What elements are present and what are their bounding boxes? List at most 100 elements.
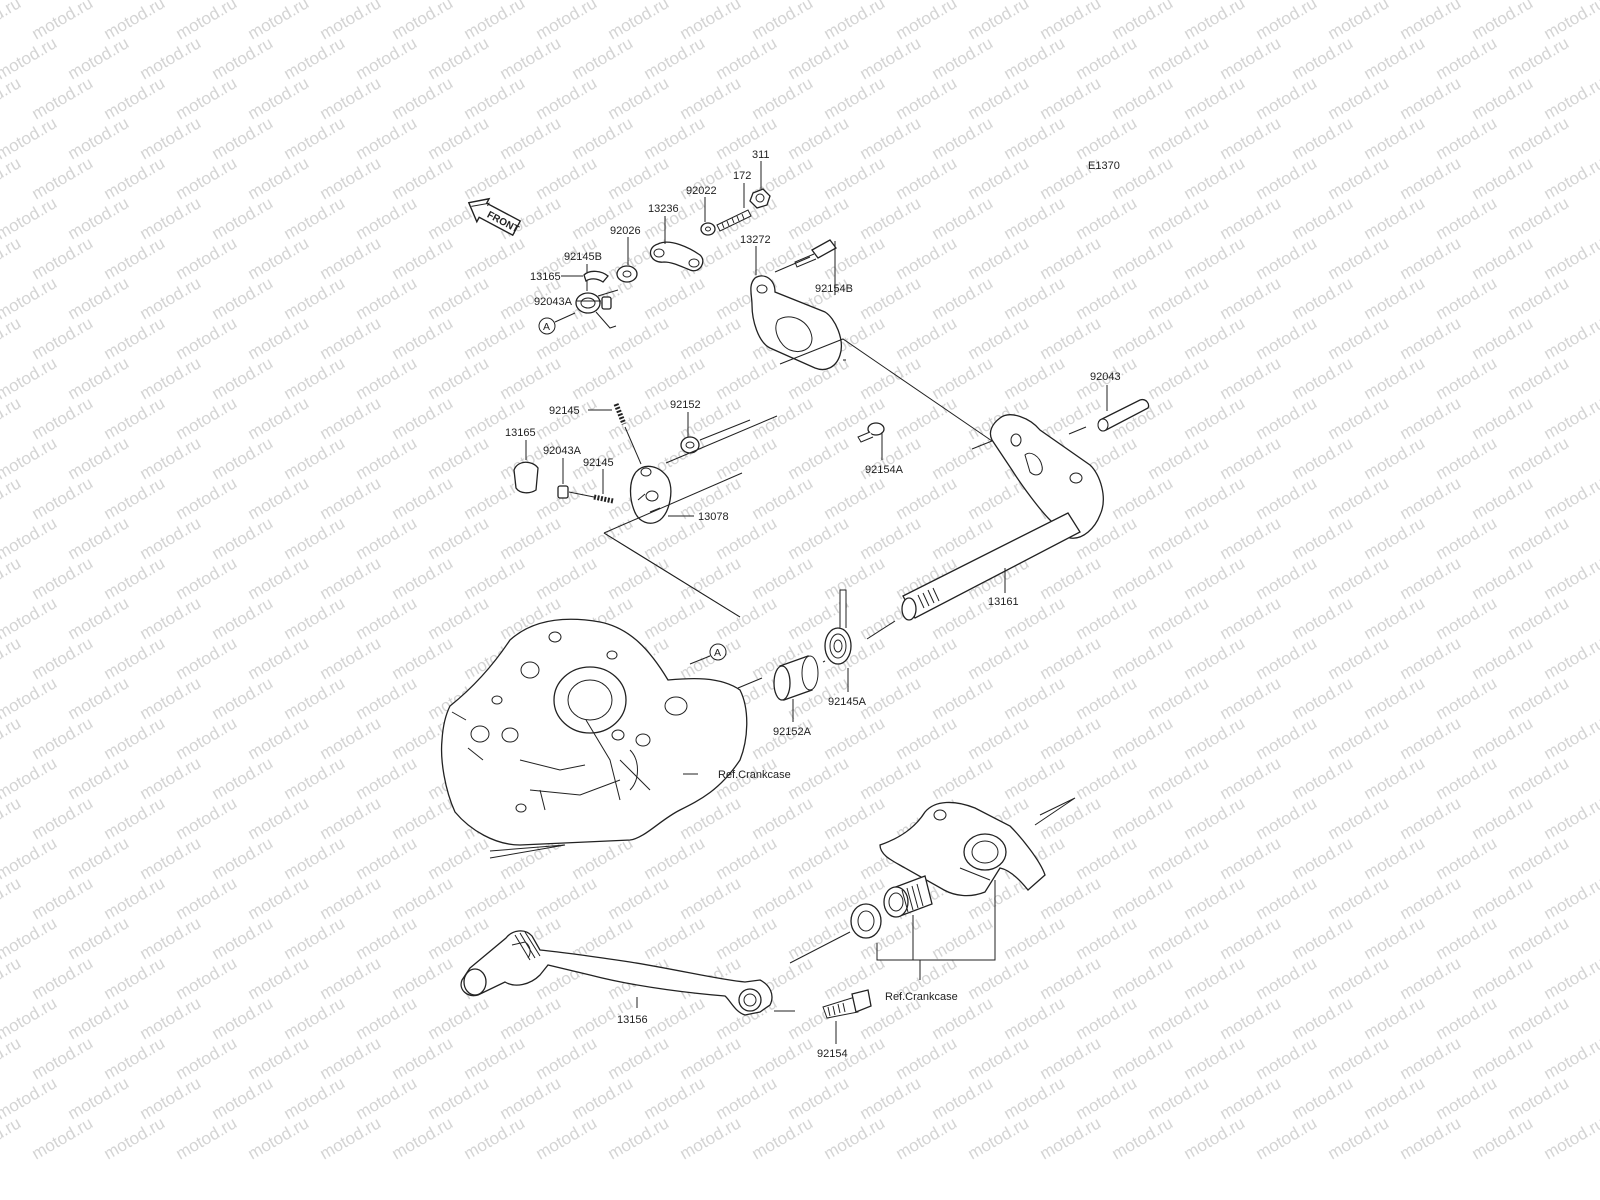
watermark-text: motod.ru xyxy=(209,353,277,403)
label-13165-upper: 13165 xyxy=(530,271,561,283)
watermark-text: motod.ru xyxy=(641,1073,709,1123)
label-13236: 13236 xyxy=(648,203,679,215)
watermark-text: motod.ru xyxy=(389,873,457,923)
watermark-text: motod.ru xyxy=(1181,233,1249,283)
watermark-text: motod.ru xyxy=(209,913,277,963)
watermark-text: motod.ru xyxy=(965,313,1033,363)
watermark-text: motod.ru xyxy=(461,73,529,123)
watermark-text: motod.ru xyxy=(893,1033,961,1083)
watermark-text: motod.ru xyxy=(785,33,853,83)
label-92154: 92154 xyxy=(817,1048,848,1060)
watermark-text: motod.ru xyxy=(137,33,205,83)
watermark-text: motod.ru xyxy=(1181,153,1249,203)
watermark-text: motod.ru xyxy=(1433,113,1501,163)
watermark-text: motod.ru xyxy=(1505,1073,1573,1123)
watermark-text: motod.ru xyxy=(1145,513,1213,563)
label-92145b: 92145B xyxy=(564,251,602,263)
watermark-text: motod.ru xyxy=(929,673,997,723)
watermark-text: motod.ru xyxy=(857,353,925,403)
watermark-text: motod.ru xyxy=(1541,0,1600,43)
watermark-text: motod.ru xyxy=(1145,593,1213,643)
watermark-text: motod.ru xyxy=(749,393,817,443)
watermark-text: motod.ru xyxy=(1541,73,1600,123)
watermark-text: motod.ru xyxy=(281,753,349,803)
watermark-text: motod.ru xyxy=(1073,273,1141,323)
watermark-text: motod.ru xyxy=(389,793,457,843)
watermark-text: motod.ru xyxy=(785,753,853,803)
watermark-text: motod.ru xyxy=(1217,193,1285,243)
watermark-text: motod.ru xyxy=(1433,993,1501,1043)
watermark-text: motod.ru xyxy=(1073,753,1141,803)
part-92145-upper-spring xyxy=(613,403,627,425)
watermark-text: motod.ru xyxy=(605,0,673,43)
watermark-text: motod.ru xyxy=(281,993,349,1043)
label-92152a: 92152A xyxy=(773,726,812,738)
watermark-text: motod.ru xyxy=(1217,913,1285,963)
watermark-text: motod.ru xyxy=(1469,393,1537,443)
watermark-text: motod.ru xyxy=(1397,473,1465,523)
watermark-text: motod.ru xyxy=(1001,673,1069,723)
watermark-text: motod.ru xyxy=(173,793,241,843)
watermark-text: motod.ru xyxy=(929,193,997,243)
watermark-text: motod.ru xyxy=(1433,913,1501,963)
watermark-text: motod.ru xyxy=(821,553,889,603)
crankcase-lower xyxy=(879,801,1046,897)
watermark-text: motod.ru xyxy=(1145,673,1213,723)
watermark-text: motod.ru xyxy=(1181,633,1249,683)
watermark-text: motod.ru xyxy=(65,353,133,403)
part-92154a-screw xyxy=(857,422,885,443)
watermark-text: motod.ru xyxy=(317,1113,385,1163)
watermark-text: motod.ru xyxy=(965,633,1033,683)
watermark-text: motod.ru xyxy=(749,713,817,763)
watermark-text: motod.ru xyxy=(605,553,673,603)
part-13165-lower xyxy=(513,461,539,494)
callout-a-top xyxy=(538,317,556,335)
watermark-text: motod.ru xyxy=(1433,513,1501,563)
watermark-text: motod.ru xyxy=(137,673,205,723)
watermark-text: motod.ru xyxy=(1325,153,1393,203)
watermark-text: motod.ru xyxy=(209,993,277,1043)
watermark-text: motod.ru xyxy=(965,153,1033,203)
watermark-text: motod.ru xyxy=(65,593,133,643)
watermark-text: motod.ru xyxy=(1361,1073,1429,1123)
watermark-text: motod.ru xyxy=(101,233,169,283)
watermark-text: motod.ru xyxy=(1397,0,1465,43)
watermark-text: motod.ru xyxy=(1145,113,1213,163)
watermark-text: motod.ru xyxy=(1505,913,1573,963)
watermark-text: motod.ru xyxy=(1325,553,1393,603)
watermark-text: motod.ru xyxy=(101,393,169,443)
watermark-text: motod.ru xyxy=(209,513,277,563)
watermark-text: motod.ru xyxy=(1289,193,1357,243)
watermark-text: motod.ru xyxy=(0,0,24,43)
watermark-text: motod.ru xyxy=(1325,713,1393,763)
watermark-text: motod.ru xyxy=(1181,313,1249,363)
watermark-text: motod.ru xyxy=(533,1033,601,1083)
watermark-text: motod.ru xyxy=(1037,313,1105,363)
watermark-text: motod.ru xyxy=(425,593,493,643)
watermark-text: motod.ru xyxy=(29,1033,97,1083)
watermark-text: motod.ru xyxy=(1505,673,1573,723)
watermark-text: motod.ru xyxy=(461,1033,529,1083)
watermark-text: motod.ru xyxy=(281,673,349,723)
watermark-text: motod.ru xyxy=(29,313,97,363)
watermark-text: motod.ru xyxy=(1433,753,1501,803)
watermark-text: motod.ru xyxy=(389,473,457,523)
watermark-text: motod.ru xyxy=(1541,873,1600,923)
watermark-text: motod.ru xyxy=(137,513,205,563)
watermark-text: motod.ru xyxy=(245,953,313,1003)
watermark-text: motod.ru xyxy=(785,833,853,883)
watermark-text: motod.ru xyxy=(281,593,349,643)
watermark-text: motod.ru xyxy=(1289,913,1357,963)
watermark-text: motod.ru xyxy=(245,553,313,603)
label-ref-crankcase-lower: Ref.Crankcase xyxy=(885,991,958,1003)
watermark-text: motod.ru xyxy=(101,1033,169,1083)
watermark-text: motod.ru xyxy=(1217,993,1285,1043)
watermark-text: motod.ru xyxy=(101,153,169,203)
watermark-text: motod.ru xyxy=(1397,393,1465,443)
watermark-text: motod.ru xyxy=(0,153,24,203)
watermark-text: motod.ru xyxy=(389,393,457,443)
label-92043a-lower: 92043A xyxy=(543,445,582,457)
watermark-text: motod.ru xyxy=(1217,513,1285,563)
watermark-text: motod.ru xyxy=(857,193,925,243)
watermark-text: motod.ru xyxy=(389,0,457,43)
